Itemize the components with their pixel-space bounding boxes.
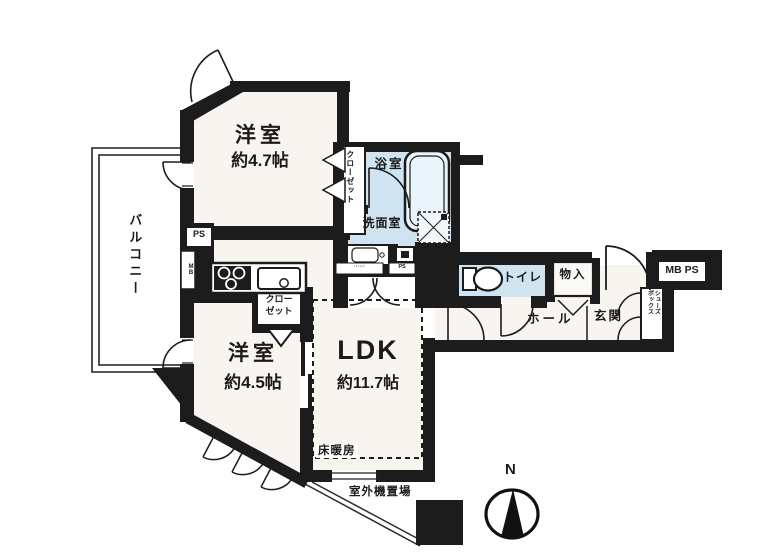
room-size-ldk: 約11.7帖 bbox=[336, 375, 400, 392]
shoes-box-label: シューズ ボックス bbox=[646, 290, 661, 315]
storage-box bbox=[551, 260, 595, 298]
room-label-bathroom: 浴室 bbox=[374, 157, 404, 171]
sink-drain bbox=[279, 278, 289, 288]
entrance-door-arc bbox=[605, 245, 651, 291]
closet-bottom-line1: クロー bbox=[265, 294, 293, 304]
closet-door-triangle-2 bbox=[321, 176, 346, 204]
room-fill-ldk bbox=[194, 240, 423, 470]
walls bbox=[180, 81, 722, 482]
room-label-ldk: LDK bbox=[337, 335, 399, 365]
vanity-tap bbox=[379, 252, 385, 258]
washing-tap-mark bbox=[441, 214, 447, 220]
room-label-entrance: 玄関 bbox=[594, 309, 624, 323]
ps-label: PS bbox=[192, 229, 205, 239]
room-label-storage: 物入 bbox=[559, 269, 587, 281]
vanity-note-box bbox=[335, 262, 384, 275]
bathroom-door-arc bbox=[368, 167, 410, 209]
compass-north-label: N bbox=[505, 461, 516, 478]
room-label-hall: ホール bbox=[527, 312, 574, 326]
outdoor-area-lines bbox=[304, 481, 427, 547]
closet-bottom-line2: ゼット bbox=[265, 306, 293, 316]
meter-label: MB bbox=[188, 264, 194, 276]
room-label-toilet: トイレ bbox=[503, 270, 543, 284]
toilet-icon bbox=[472, 266, 504, 292]
stove-burner-1 bbox=[217, 266, 231, 280]
balcony-outline bbox=[91, 147, 193, 373]
chamfer-door-arc bbox=[189, 49, 237, 103]
washroom-shelf-mark bbox=[401, 251, 409, 258]
wall-diagonal bbox=[185, 413, 310, 488]
room-label-western-bottom: 洋室 bbox=[228, 342, 278, 365]
vanity-basin bbox=[351, 247, 379, 263]
room-label-washroom: 洗面室 bbox=[362, 216, 402, 230]
corner-column bbox=[416, 500, 463, 545]
balcony-door-arc-top bbox=[162, 161, 192, 191]
corner-wall-triangle bbox=[152, 368, 193, 420]
ps-note-box bbox=[388, 262, 416, 275]
balcony-door-arc-bottom bbox=[162, 339, 192, 369]
mbps-box bbox=[657, 260, 707, 283]
room-label-balcony: バルコニー bbox=[127, 213, 143, 298]
closet-bottom-door-triangle bbox=[265, 328, 297, 348]
compass-icon bbox=[484, 488, 540, 540]
wall-chamfer bbox=[182, 81, 243, 121]
floor-heating-label: 床暖房 bbox=[316, 445, 358, 458]
ps-box bbox=[185, 226, 213, 248]
stove-burner-2 bbox=[232, 266, 246, 280]
closet-door-triangle-1 bbox=[321, 146, 346, 174]
outdoor-unit-label: 室外機置場 bbox=[349, 486, 412, 498]
compass-needle bbox=[501, 489, 524, 537]
closet-top-label: クローゼット bbox=[345, 150, 355, 204]
storage-fold-door bbox=[557, 299, 589, 317]
sink-icon bbox=[257, 267, 301, 290]
vanity-note-label: ······ bbox=[354, 264, 365, 270]
shoes-box-fold-doors bbox=[617, 292, 642, 341]
room-size-western-bottom: 約4.5帖 bbox=[224, 373, 282, 392]
toilet-door-arc bbox=[500, 303, 534, 337]
washroom-double-door-arcs bbox=[349, 277, 401, 306]
room-fill-western-top bbox=[194, 92, 337, 226]
floor-heating-zone bbox=[312, 299, 423, 459]
mbps-label: MB PS bbox=[665, 264, 699, 276]
diagonal-window-arcs bbox=[202, 435, 294, 491]
stove-burner-3 bbox=[225, 278, 237, 290]
room-label-western-top: 洋室 bbox=[235, 124, 285, 147]
meter-box bbox=[180, 250, 196, 290]
room-size-western-top: 約4.7帖 bbox=[231, 151, 289, 170]
hall-ldk-door-arc bbox=[447, 303, 485, 341]
ps-note-label: PS bbox=[398, 264, 406, 270]
